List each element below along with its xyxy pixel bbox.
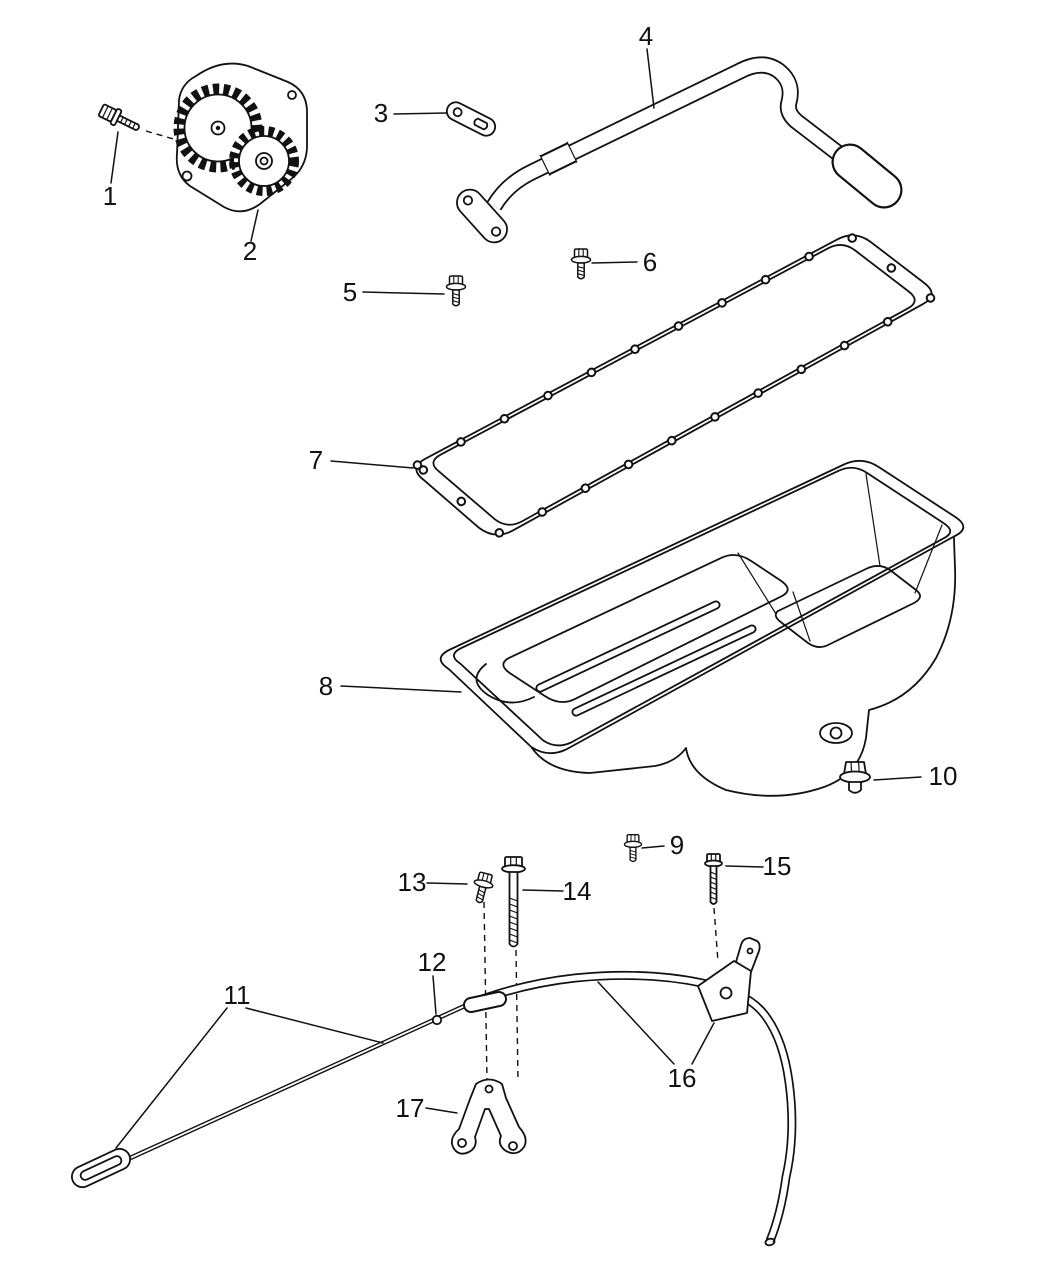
bracket-bolt-13: [468, 870, 497, 906]
gasket-outer-edge: [415, 234, 933, 536]
leader-10: [873, 776, 922, 781]
pump-ear-hole: [287, 90, 297, 100]
dipstick-handle: [71, 1147, 131, 1189]
pump-ear-hole: [181, 170, 193, 182]
leader-4: [646, 48, 655, 109]
leader-8: [340, 685, 462, 693]
callout-13: 13: [398, 867, 427, 897]
callout-2: 2: [243, 236, 257, 266]
tube-outline: [467, 970, 797, 1243]
leader-12: [432, 975, 437, 1015]
dash-stud15-to-bracket: [713, 907, 719, 963]
gasket-plate-slot: [473, 117, 489, 131]
bracket-foot-hole: [457, 1138, 467, 1148]
gasket-plate-hole: [452, 107, 463, 118]
leader-16: [597, 981, 715, 1065]
callout-labels: 1 2 3 4 5 6 7 8 9 10 11 12 13 14 15 16 1…: [103, 21, 958, 1123]
leader-17: [425, 1107, 458, 1114]
leader-13: [426, 882, 468, 885]
pan-bolt-9: [623, 834, 643, 863]
bracket-top-hole: [484, 1084, 494, 1094]
flange-bolt-hole: [490, 226, 502, 237]
leader-14: [522, 889, 564, 892]
leader-15: [725, 865, 764, 868]
pump-gear-small: [238, 135, 290, 187]
tube-bracket-hole: [719, 986, 733, 1000]
callout-3: 3: [374, 98, 388, 128]
callout-6: 6: [643, 247, 657, 277]
callout-1: 1: [103, 181, 117, 211]
callout-8: 8: [319, 671, 333, 701]
suction-tube-flange: [456, 188, 508, 244]
tube-open-end: [764, 1237, 776, 1247]
bracket-body: [450, 1078, 527, 1155]
tube-support-bracket: [450, 1078, 527, 1155]
plug-flange: [839, 770, 871, 784]
callout-14: 14: [563, 876, 592, 906]
pan-floor: [502, 554, 789, 703]
tube-bracket-tab: [735, 937, 761, 973]
callout-5: 5: [343, 277, 357, 307]
oil-suction-tube: [456, 56, 903, 244]
bracket-bolt-14-long: [501, 856, 526, 948]
oil-pan: [439, 459, 965, 797]
dipstick-tube: [463, 937, 797, 1247]
callout-leader-lines: [110, 48, 922, 1149]
callout-10: 10: [929, 761, 958, 791]
dash-bolt13-to-bracket: [483, 901, 488, 1081]
plug-shank: [848, 781, 862, 794]
drain-plug-boss: [819, 722, 853, 744]
flange-bolt-hole: [462, 195, 474, 206]
leader-3: [393, 112, 448, 115]
pump-gear-large: [183, 93, 253, 163]
leader-9: [641, 845, 665, 849]
leader-2: [250, 209, 259, 242]
pan-sump-walls: [737, 473, 943, 642]
leader-5: [362, 291, 445, 295]
callout-11: 11: [224, 980, 251, 1010]
drain-plug-hole: [829, 726, 843, 740]
dipstick: [71, 1001, 470, 1189]
dipstick-stop-ball: [431, 1014, 443, 1026]
pump-mounting-bolt: [98, 103, 140, 131]
pan-sump-floor: [774, 565, 921, 648]
callout-16: 16: [668, 1063, 697, 1093]
gasket-bolt-6: [570, 248, 592, 280]
gasket-plate: [445, 101, 497, 137]
drain-plug: [839, 761, 871, 794]
pan-floor-step: [475, 663, 535, 704]
callout-9: 9: [670, 830, 684, 860]
leader-7: [330, 460, 414, 469]
dash-bolt14-to-bracket: [515, 949, 519, 1081]
alignment-dashed-lines: [145, 130, 719, 1081]
tube-bracket-stud-15: [704, 853, 723, 905]
callout-7: 7: [309, 445, 323, 475]
pan-sump-exterior: [530, 535, 957, 797]
tube-body-outline: [486, 56, 862, 211]
leader-11: [115, 1007, 384, 1149]
callout-17: 17: [396, 1093, 425, 1123]
gasket-bolt-5: [445, 275, 467, 307]
callout-4: 4: [639, 21, 653, 51]
oil-pan-gasket: [412, 230, 936, 540]
callout-12: 12: [418, 947, 447, 977]
bracket-foot-hole: [508, 1141, 518, 1151]
leader-1: [110, 131, 119, 184]
pickup-tube-gasket: [445, 101, 497, 137]
gasket-inner-edge: [432, 244, 916, 526]
oil-pump: [173, 62, 308, 213]
callout-15: 15: [763, 851, 792, 881]
pan-rim-inner: [452, 466, 952, 747]
leader-6: [591, 261, 638, 264]
bolt-shaft: [508, 871, 519, 948]
